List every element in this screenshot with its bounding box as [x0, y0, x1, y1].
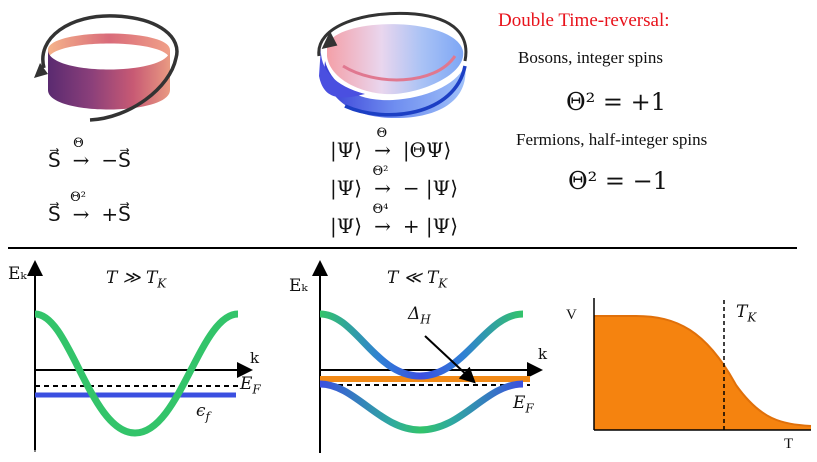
panel3-curve-plot [593, 298, 812, 431]
panel2-title: T ≪ TK [387, 268, 448, 291]
fermions-equation: Θ² = −1 [568, 167, 669, 195]
panel1-ylabel: Eₖ [8, 264, 27, 284]
panel1-title: T ≫ TK [106, 268, 167, 291]
fermions-label: Fermions, half-integer spins [516, 130, 708, 149]
panel3-tk-label: TK [736, 302, 757, 325]
double-time-reversal-title: Double Time-reversal: [498, 10, 670, 31]
bosons-label: Bosons, integer spins [518, 48, 663, 67]
panel2-ylabel: Eₖ [289, 276, 308, 296]
panel3-xlabel: T [784, 436, 794, 452]
state-equation-line: |Ψ⟩ Θ→ |ΘΨ⟩ [330, 126, 452, 162]
panel2-band-plot [312, 260, 543, 453]
panel2-ef-label: EF [513, 393, 534, 416]
panel1-xlabel: k [250, 349, 260, 367]
panel1-band-plot [27, 260, 253, 452]
spin-flip-equation-2: S⃗ Θ²→ +S⃗ [48, 190, 131, 226]
spin-flip-equation-1: S⃗ Θ→ −S⃗ [48, 136, 131, 172]
panel3-ylabel: V [566, 307, 577, 323]
panel1-epsilon-label: ϵf [196, 401, 210, 424]
panel2-delta-label: ΔH [408, 304, 431, 327]
panel1-ef-label: EF [240, 374, 261, 397]
state-equation-line: |Ψ⟩ Θ⁴→ + |Ψ⟩ [330, 202, 459, 238]
state-equation-line: |Ψ⟩ Θ²→ − |Ψ⟩ [330, 164, 459, 200]
section-divider [8, 247, 797, 249]
panel2-xlabel: k [538, 345, 548, 363]
ring-illustration [34, 14, 179, 122]
bosons-equation: Θ² = +1 [566, 88, 667, 116]
mobius-strip-illustration [317, 11, 468, 118]
